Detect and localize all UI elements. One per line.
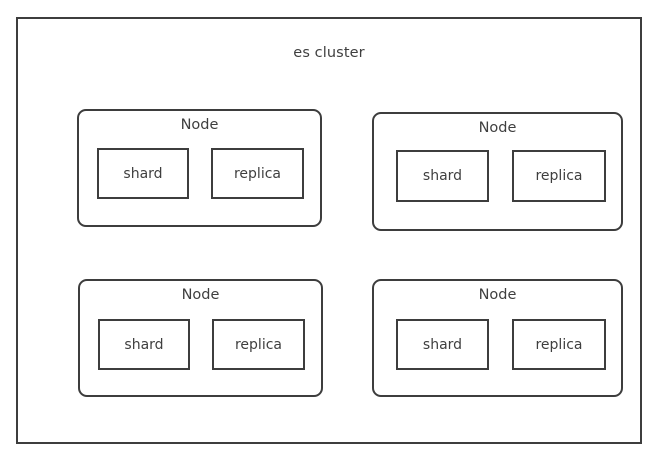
shard-box-1: shard xyxy=(97,148,189,199)
shard-label-4: shard xyxy=(422,336,463,353)
node-title-1: Node xyxy=(180,117,219,133)
shard-label-3: shard xyxy=(124,336,164,353)
node-box-4: Node shard replica xyxy=(372,279,623,397)
replica-label-2: replica xyxy=(535,168,583,184)
shard-box-2: shard xyxy=(396,150,489,202)
node-box-3: Node shard replica xyxy=(78,279,323,397)
node-box-2: Node shard replica xyxy=(372,112,623,231)
node-title-2: Node xyxy=(478,120,517,136)
shard-label-1: shard xyxy=(123,165,163,182)
replica-label-4: replica xyxy=(535,336,583,353)
shard-box-3: shard xyxy=(98,319,190,370)
replica-box-4: replica xyxy=(512,319,606,370)
node-title-4: Node xyxy=(478,287,517,303)
replica-label-1: replica xyxy=(233,165,281,182)
replica-box-1: replica xyxy=(211,148,304,199)
node-title-3: Node xyxy=(181,287,220,303)
cluster-title: es cluster xyxy=(293,45,365,61)
shard-label-2: shard xyxy=(422,168,463,184)
shard-box-4: shard xyxy=(396,319,489,370)
es-cluster-container: es cluster Node shard replica Node shard… xyxy=(16,17,642,444)
replica-box-2: replica xyxy=(512,150,606,202)
replica-label-3: replica xyxy=(234,336,282,353)
node-box-1: Node shard replica xyxy=(77,109,322,227)
replica-box-3: replica xyxy=(212,319,305,370)
